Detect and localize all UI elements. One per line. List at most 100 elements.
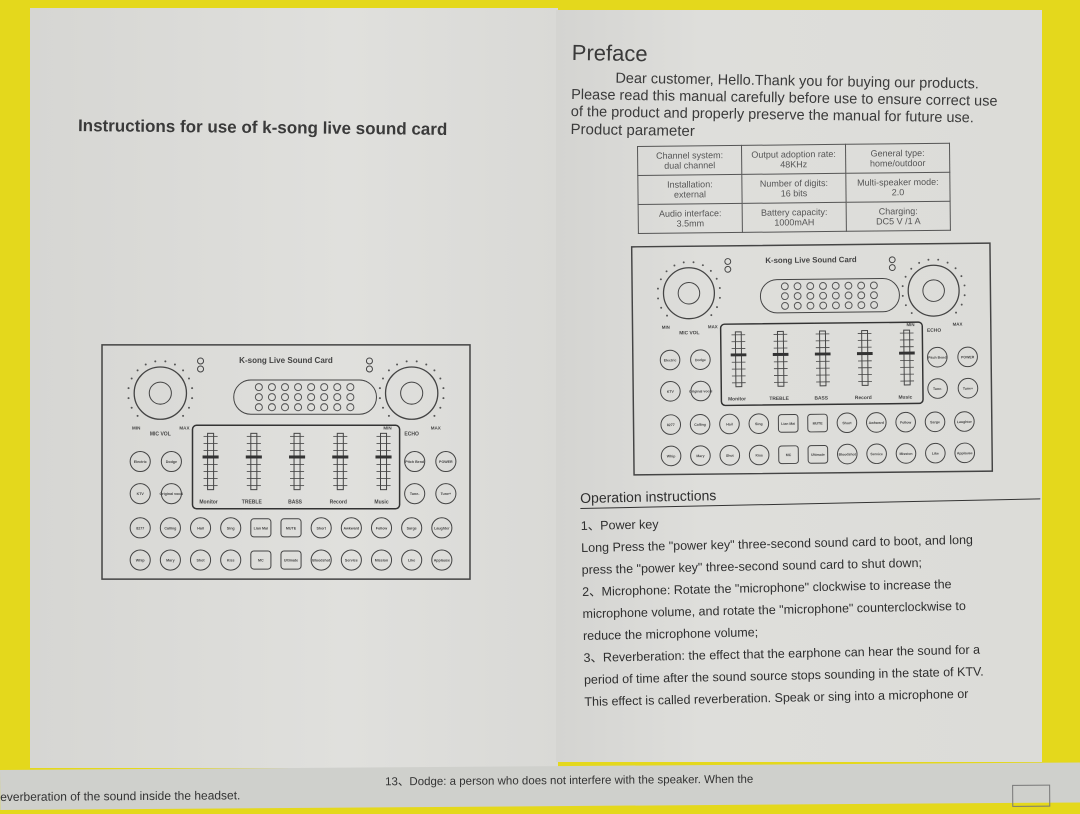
device-button-label: Laughter	[434, 526, 450, 530]
mic-knob-icon	[657, 261, 721, 319]
device-button: Service	[867, 444, 887, 464]
device-button-label: MUTE	[813, 421, 824, 425]
slider-handle	[332, 455, 348, 458]
knob-label: MIC VOL	[679, 330, 699, 336]
device-button-label: Service	[870, 452, 883, 456]
led-icon	[347, 384, 354, 391]
slider-handle	[375, 455, 391, 458]
slider-handle	[773, 353, 789, 356]
device-button: Mary	[160, 550, 180, 570]
preface-section: Preface Dear customer, Hello.Thank you f…	[570, 40, 1031, 145]
device-button-label: Sing	[755, 422, 763, 426]
indicator-icon	[889, 265, 895, 271]
device-button-label: Mary	[166, 559, 174, 563]
device-button-label: MC	[258, 559, 264, 563]
slider-handle	[899, 352, 915, 355]
mic-knob-icon	[128, 360, 194, 419]
led-icon	[845, 302, 852, 309]
device-button-label: Short	[316, 526, 326, 530]
device-button-label: Tune+	[441, 492, 451, 496]
echo-knob-icon	[901, 258, 965, 316]
led-icon	[845, 292, 852, 299]
parameter-label: Battery capacity:	[747, 207, 842, 218]
device-button: Shot	[720, 445, 740, 465]
knob-max-label: MAX	[953, 322, 963, 327]
device-button: Mission	[896, 444, 916, 464]
slider-handle	[246, 455, 262, 458]
device-button-label: Pitch Bend	[928, 356, 946, 360]
device-button-label: Awkward	[343, 526, 359, 530]
slider-panel	[192, 425, 399, 508]
device-button-label: Sing	[227, 526, 235, 530]
device-button-label: 8277	[667, 423, 675, 427]
led-icon	[347, 404, 354, 411]
device-button-label: KTV	[667, 390, 675, 394]
device-title: K-song Live Sound Card	[239, 356, 333, 365]
parameter-value: dual channel	[642, 160, 737, 171]
led-icon	[308, 384, 315, 391]
parameter-cell: Installation:external	[638, 174, 742, 204]
led-icon	[782, 302, 789, 309]
parameter-cell: Charging:DC5 V /1 A	[846, 201, 950, 231]
led-icon	[295, 394, 302, 401]
slider-handle	[203, 455, 219, 458]
slider-bass	[820, 331, 826, 386]
device-button-label: Laughter	[957, 420, 973, 424]
device-button: Calling	[160, 518, 180, 538]
led-icon	[807, 302, 814, 309]
device-button: Lian Mai	[778, 414, 798, 432]
device-button-label: Ultimate	[811, 453, 825, 457]
device-button: Bloodshot	[837, 444, 857, 464]
parameter-cell: Number of digits:16 bits	[742, 173, 846, 203]
parameter-label: Number of digits:	[746, 178, 841, 189]
device-button-label: POWER	[439, 460, 453, 464]
parameter-value: external	[642, 189, 737, 200]
device-button-label: Kiss	[227, 559, 235, 563]
slider-bass	[294, 433, 300, 489]
indicator-icon	[725, 259, 731, 265]
parameter-cell: Audio interface:3.5mm	[638, 203, 742, 233]
device-button: Mission	[371, 550, 391, 570]
device-button-label: Like	[408, 559, 415, 563]
device-button: Electric	[660, 350, 680, 370]
device-button-label: Short	[842, 421, 852, 425]
device-button: Awkward	[341, 518, 361, 538]
device-button-label: MC	[786, 453, 792, 457]
led-icon	[255, 384, 262, 391]
slider-music	[904, 330, 910, 385]
device-button-label: Lian Mai	[781, 422, 795, 426]
device-button-label: Tune-	[933, 387, 943, 391]
device-button: Dodge	[161, 451, 181, 471]
device-button: Service	[341, 550, 361, 570]
device-title: K-song Live Sound Card	[765, 255, 857, 265]
parameter-cell: Multi-speaker mode:2.0	[846, 172, 950, 202]
device-button-label: Whip	[136, 559, 146, 563]
device-button: Applause	[432, 550, 452, 570]
indicator-icon	[366, 366, 372, 372]
device-button-label: Whip	[667, 454, 676, 458]
slider-monitor	[208, 433, 214, 489]
indicator-icon	[889, 257, 895, 263]
parameter-value: home/outdoor	[850, 158, 945, 169]
parameter-value: 3.5mm	[643, 218, 738, 229]
led-icon	[858, 302, 865, 309]
led-icon	[321, 384, 328, 391]
led-icon	[281, 394, 288, 401]
device-button: Follow	[896, 412, 916, 432]
knob-min-label: MIN	[383, 425, 391, 430]
device-button-label: Applause	[434, 559, 450, 563]
device-button-label: Ultimate	[284, 559, 298, 563]
parameter-value: 1000mAH	[747, 217, 842, 228]
parameter-label: Channel system:	[642, 150, 737, 161]
device-button: Shot	[190, 550, 210, 570]
device-button: Laughter	[955, 412, 975, 432]
slider-label: Music	[374, 500, 388, 506]
led-icon	[858, 282, 865, 289]
device-button: Dodge	[691, 350, 711, 370]
indicator-icon	[366, 358, 372, 364]
